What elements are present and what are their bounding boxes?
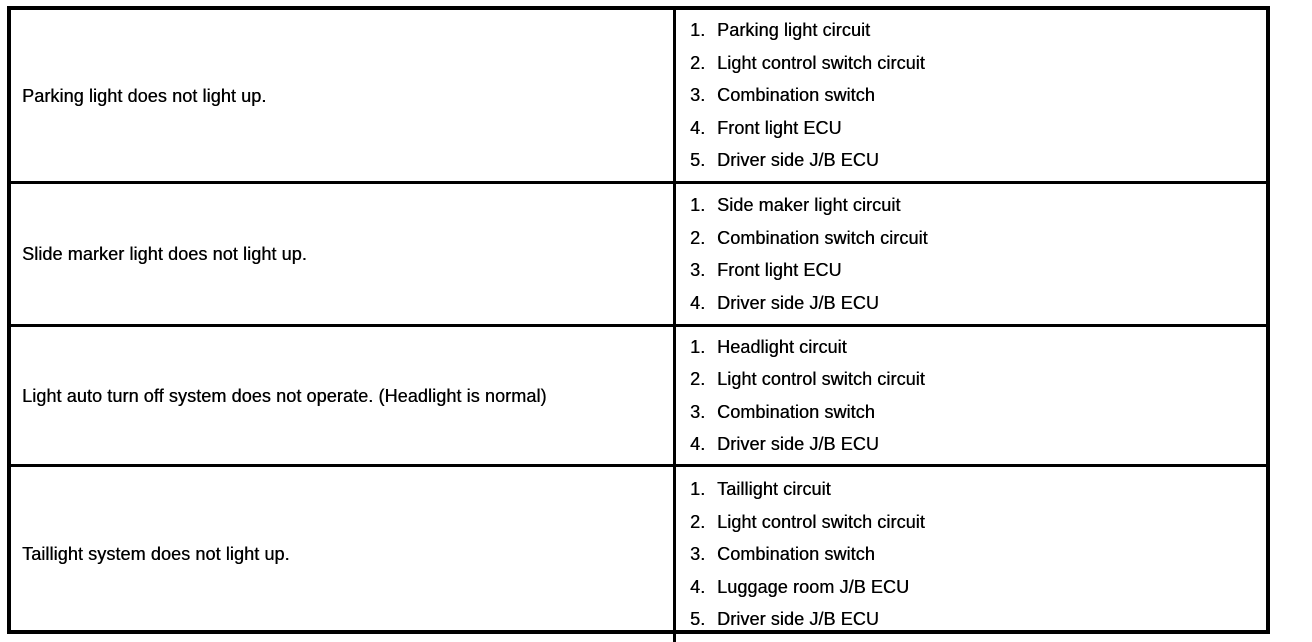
item-number: 1. (690, 195, 706, 215)
table-row: Parking light does not light up. 1. Parki… (11, 10, 1266, 184)
suspect-areas-list: 1. Taillight circuit 2. Light control switc… (690, 473, 1258, 636)
item-label: Combination switch (717, 401, 875, 422)
table-row: Light auto turn off system does not oper… (11, 327, 1266, 467)
item-label: Headlight circuit (717, 336, 847, 357)
item-label: Light control switch circuit (717, 52, 925, 73)
suspect-areas-cell: 1. Taillight circuit 2. Light control switc… (676, 467, 1266, 642)
suspect-area-item: 1. Parking light circuit (690, 14, 1258, 47)
suspect-area-item: 4. Luggage room J/B ECU (690, 571, 1258, 604)
suspect-area-item: 4. Driver side J/B ECU (690, 287, 1258, 320)
item-number: 3. (690, 85, 706, 106)
item-label: Driver side J/B ECU (717, 609, 879, 629)
item-number: 1. (690, 479, 706, 499)
suspect-area-item: 5. Driver side J/B ECU (690, 603, 1258, 636)
troubleshooting-table: Parking light does not light up. 1. Parki… (7, 6, 1270, 642)
item-number: 4. (690, 576, 706, 597)
item-number: 1. (690, 20, 706, 41)
symptom-text: Parking light does not light up. (22, 85, 267, 106)
suspect-areas-list: 1. Headlight circuit 2. Light control switc… (690, 331, 1258, 461)
suspect-area-item: 3. Front light ECU (690, 254, 1258, 287)
table-row: Slide marker light does not light up. 1.… (11, 184, 1266, 327)
suspect-area-item: 3. Combination switch (690, 396, 1258, 429)
suspect-area-item: 1. Taillight circuit (690, 473, 1258, 506)
item-number: 2. (690, 227, 706, 248)
symptom-text: Slide marker light does not light up. (22, 244, 307, 264)
symptom-cell: Parking light does not light up. (11, 10, 676, 181)
item-label: Taillight circuit (717, 479, 831, 499)
item-number: 1. (690, 336, 706, 357)
item-label: Light control switch circuit (717, 369, 925, 389)
suspect-area-item: 4. Front light ECU (690, 112, 1258, 145)
suspect-area-item: 1. Side maker light circuit (690, 189, 1258, 222)
suspect-area-item: 2. Light control switch circuit (690, 506, 1258, 539)
item-number: 2. (690, 52, 706, 73)
suspect-areas-list: 1. Parking light circuit 2. Light control s… (690, 14, 1258, 177)
suspect-areas-cell: 1. Side maker light circuit 2. Combination … (676, 184, 1266, 324)
suspect-areas-cell: 1. Parking light circuit 2. Light control s… (676, 10, 1266, 181)
item-label: Combination switch (717, 544, 875, 564)
suspect-areas-cell: 1. Headlight circuit 2. Light control switc… (676, 327, 1266, 464)
suspect-area-item: 3. Combination switch (690, 538, 1258, 571)
item-label: Front light ECU (717, 117, 842, 138)
item-number: 4. (690, 117, 706, 138)
item-label: Driver side J/B ECU (717, 292, 879, 313)
symptom-text: Taillight system does not light up. (22, 544, 290, 565)
suspect-area-item: 4. Driver side J/B ECU (690, 428, 1258, 461)
item-label: Front light ECU (717, 260, 842, 280)
item-number: 2. (690, 369, 706, 389)
item-label: Parking light circuit (717, 20, 871, 41)
item-number: 3. (690, 544, 706, 564)
item-label: Combination switch circuit (717, 227, 928, 248)
table-row: Taillight system does not light up. 1. Ta… (11, 467, 1266, 642)
suspect-area-item: 2. Light control switch circuit (690, 363, 1258, 396)
item-label: Combination switch (717, 85, 875, 106)
suspect-area-item: 3. Combination switch (690, 79, 1258, 112)
suspect-area-item: 5. Driver side J/B ECU (690, 144, 1258, 177)
item-label: Driver side J/B ECU (717, 150, 879, 171)
suspect-areas-list: 1. Side maker light circuit 2. Combination … (690, 189, 1258, 319)
item-number: 3. (690, 401, 706, 422)
item-number: 3. (690, 260, 706, 280)
item-number: 4. (690, 434, 706, 454)
symptom-cell: Taillight system does not light up. (11, 467, 676, 642)
item-label: Luggage room J/B ECU (717, 576, 910, 597)
symptom-text: Light auto turn off system does not oper… (22, 385, 547, 406)
item-number: 5. (690, 150, 706, 171)
suspect-area-item: 2. Light control switch circuit (690, 47, 1258, 80)
symptom-cell: Slide marker light does not light up. (11, 184, 676, 324)
item-number: 2. (690, 511, 706, 532)
suspect-area-item: 1. Headlight circuit (690, 331, 1258, 364)
item-label: Side maker light circuit (717, 195, 901, 215)
item-label: Driver side J/B ECU (717, 434, 879, 454)
suspect-area-item: 2. Combination switch circuit (690, 222, 1258, 255)
item-number: 4. (690, 292, 706, 313)
item-label: Light control switch circuit (717, 511, 925, 532)
item-number: 5. (690, 609, 706, 629)
symptom-cell: Light auto turn off system does not oper… (11, 327, 676, 464)
